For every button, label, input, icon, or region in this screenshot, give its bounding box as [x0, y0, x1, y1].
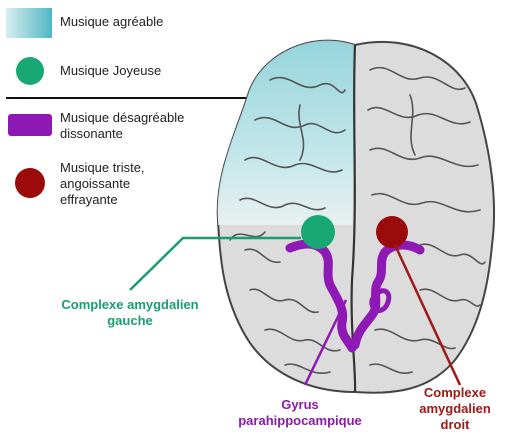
left-amygdala-marker	[301, 215, 335, 249]
right-amygdala-line2: amygdalien	[405, 401, 505, 417]
legend-dissonant-line2: dissonante	[60, 126, 184, 142]
left-amygdala-line2: gauche	[25, 313, 235, 329]
pleasant-swatch-icon	[6, 8, 52, 38]
legend-dissonant-label: Musique désagréable dissonante	[60, 110, 184, 142]
legend-sad-line3: effrayante	[60, 192, 145, 208]
left-amygdala-line1: Complexe amygdalien	[25, 297, 235, 313]
legend-sad-line1: Musique triste,	[60, 160, 145, 176]
sad-circle-icon	[15, 168, 45, 198]
legend-sad-label: Musique triste, angoissante effrayante	[60, 160, 145, 208]
legend-joyful-label: Musique Joyeuse	[60, 63, 161, 79]
dissonant-bar-icon	[8, 114, 52, 136]
right-amygdala-callout: Complexe amygdalien droit	[405, 385, 505, 433]
legend-sad-line2: angoissante	[60, 176, 145, 192]
right-amygdala-marker	[376, 216, 408, 248]
joyful-circle-icon	[16, 57, 44, 85]
parahippocampal-callout: Gyrus parahippocampique	[210, 397, 390, 429]
right-amygdala-line1: Complexe	[405, 385, 505, 401]
parahippocampal-line2: parahippocampique	[210, 413, 390, 429]
legend-dissonant-line1: Musique désagréable	[60, 110, 184, 126]
legend-pleasant-label: Musique agréable	[60, 14, 163, 30]
right-amygdala-line3: droit	[405, 417, 505, 433]
left-amygdala-callout: Complexe amygdalien gauche	[25, 297, 235, 329]
parahippocampal-line1: Gyrus	[210, 397, 390, 413]
